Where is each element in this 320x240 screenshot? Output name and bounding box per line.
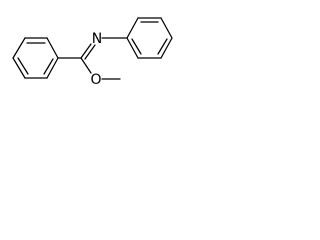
ring-b-bond-1 [126,17,139,39]
ring-a-bond-3 [46,57,59,79]
imine-double-bond [80,43,96,60]
ring-a-bond-6 [12,37,26,59]
c-n-bond-outer [80,43,92,59]
ring-b-bond-4 [160,37,173,59]
ring-a-bond-5 [12,57,26,79]
ring-b-bond-3 [160,17,173,39]
c-o-bond [80,57,92,74]
nitrogen-atom-label: N [92,31,102,47]
ring-a-double-2 [43,58,54,75]
c-n-bond-inner [84,44,96,60]
ring-a-bond-2 [46,37,59,59]
ring-a-double-3 [17,57,29,75]
ring-b-double-3 [131,38,142,55]
ring-b-double-2 [157,38,168,55]
oxygen-atom-label: O [90,72,101,88]
chemical-structure-diagram: N O [12,17,173,88]
right-phenyl-ring [126,17,173,59]
left-phenyl-ring [12,37,59,79]
ring-b-bond-6 [126,37,139,59]
